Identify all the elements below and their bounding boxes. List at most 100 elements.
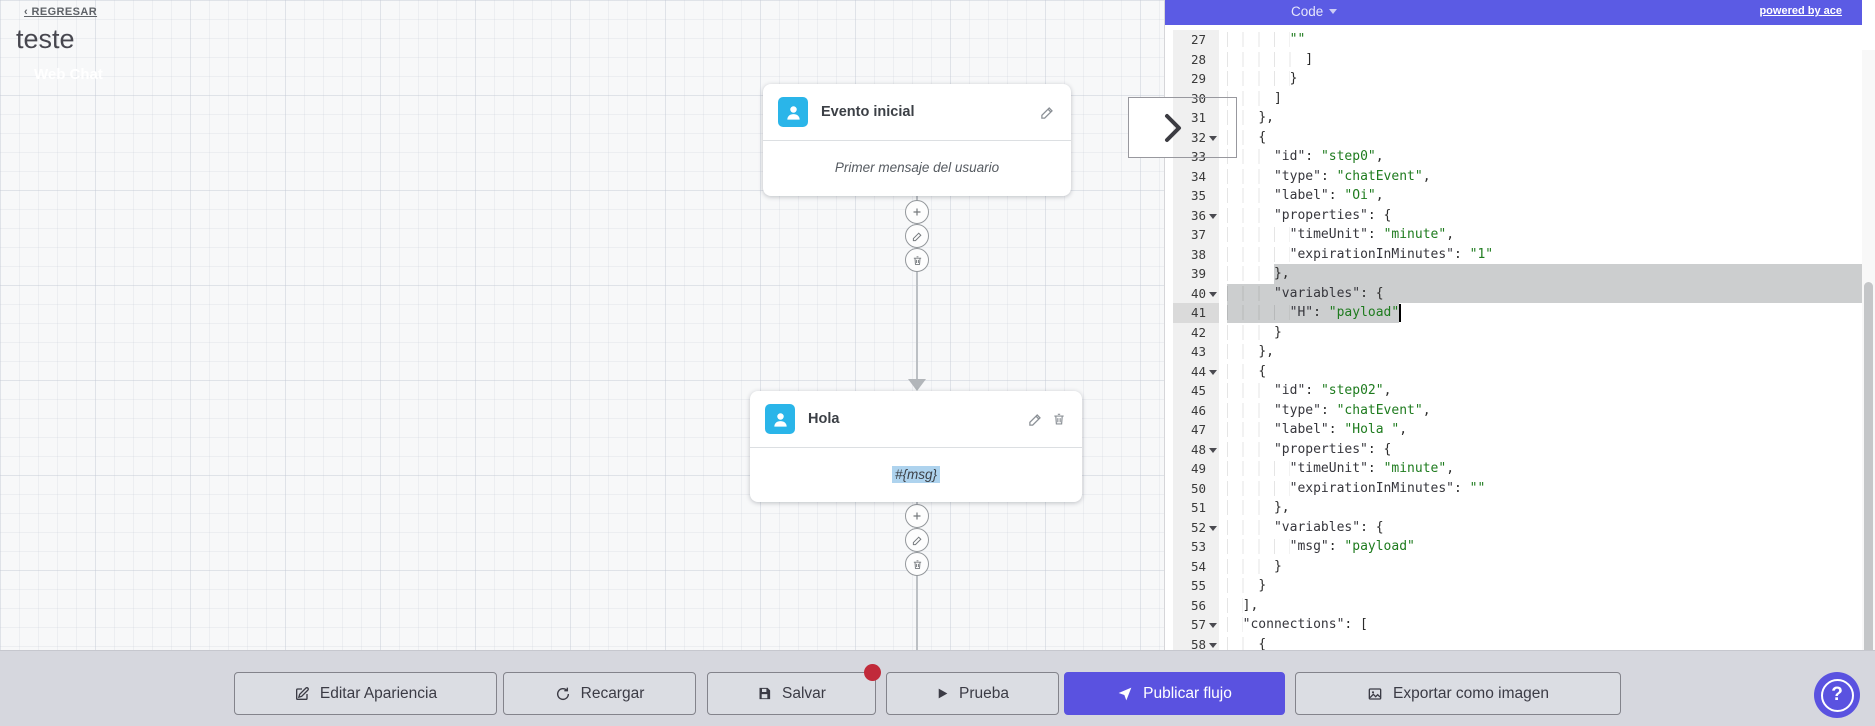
flow-title: teste	[16, 24, 75, 54]
button-label: Salvar	[782, 684, 826, 702]
code-line[interactable]: 58 {	[1165, 634, 1862, 654]
editor-scrollbar-track	[1862, 50, 1875, 726]
code-line[interactable]: 31 },	[1165, 108, 1862, 128]
code-line[interactable]: 38 "expirationInMinutes": "1"	[1165, 244, 1862, 264]
fold-caret-icon[interactable]	[1209, 369, 1217, 375]
line-number: 30	[1173, 88, 1219, 108]
code-line[interactable]: 41 "H": "payload"	[1165, 303, 1862, 323]
code-line[interactable]: 37 "timeUnit": "minute",	[1165, 225, 1862, 245]
code-line[interactable]: 35 "label": "Oi",	[1165, 186, 1862, 206]
collapse-panel-chevron-icon[interactable]	[1162, 112, 1184, 149]
collapse-panel-box	[1128, 97, 1237, 158]
node-hola[interactable]: Hola #{msg}	[750, 391, 1082, 502]
code-line[interactable]: 29 }	[1165, 69, 1862, 89]
node-evento-inicial[interactable]: Evento inicial Primer mensaje del usuari…	[763, 84, 1071, 196]
code-line[interactable]: 55 }	[1165, 576, 1862, 596]
edit-node-icon[interactable]	[1028, 412, 1043, 427]
fold-caret-icon[interactable]	[1209, 525, 1217, 531]
delete-connection-button[interactable]	[905, 552, 929, 576]
code-mode-dropdown[interactable]: Code	[1291, 4, 1338, 19]
code-line[interactable]: 57 "connections": [	[1165, 615, 1862, 635]
powered-by-ace-link[interactable]: powered by ace	[1759, 5, 1842, 17]
code-line[interactable]: 42 }	[1165, 322, 1862, 342]
publish-flow-button[interactable]: Publicar flujo	[1064, 672, 1285, 715]
code-line[interactable]: 45 "id": "step02",	[1165, 381, 1862, 401]
fold-caret-icon[interactable]	[1209, 623, 1217, 628]
export-image-button[interactable]: Exportar como imagen	[1295, 672, 1621, 715]
code-line[interactable]: 43 },	[1165, 342, 1862, 362]
line-number: 42	[1173, 322, 1219, 342]
back-link[interactable]: ‹ REGRESAR	[24, 6, 98, 18]
code-line[interactable]: 46 "type": "chatEvent",	[1165, 400, 1862, 420]
code-line[interactable]: 56 ],	[1165, 595, 1862, 615]
selection-highlight	[1227, 303, 1400, 323]
flow-canvas[interactable]: ‹ REGRESAR teste Web Chat Evento inicial…	[0, 0, 1165, 726]
button-label: Exportar como imagen	[1393, 684, 1549, 702]
add-step-button[interactable]	[905, 504, 929, 528]
node-title: Hola	[808, 411, 840, 427]
line-number: 27	[1173, 30, 1219, 50]
test-button[interactable]: Prueba	[886, 672, 1059, 715]
code-lines[interactable]: 27 ""28 ]29 }30 ]31 },32 {33 "id": "step…	[1165, 30, 1862, 654]
save-button[interactable]: Salvar	[707, 672, 876, 715]
code-line[interactable]: 44 {	[1165, 361, 1862, 381]
code-line[interactable]: 54 }	[1165, 556, 1862, 576]
save-icon	[759, 687, 771, 700]
fold-caret-icon[interactable]	[1209, 213, 1217, 219]
line-number: 55	[1173, 576, 1219, 596]
help-label: ?	[1831, 684, 1843, 705]
line-number: 39	[1173, 264, 1219, 284]
bottom-toolbar: Editar Apariencia Recargar Salvar Prueba…	[0, 650, 1875, 726]
line-number: 49	[1173, 459, 1219, 479]
edit-square-icon	[295, 686, 309, 700]
edit-appearance-button[interactable]: Editar Apariencia	[234, 672, 497, 715]
code-line[interactable]: 30 ]	[1165, 88, 1862, 108]
code-line[interactable]: 28 ]	[1165, 49, 1862, 69]
code-line[interactable]: 40 "variables": {	[1165, 283, 1862, 303]
code-line[interactable]: 48 "properties": {	[1165, 439, 1862, 459]
code-line[interactable]: 53 "msg": "payload"	[1165, 537, 1862, 557]
collapse-panel-fill	[1129, 98, 1165, 157]
edit-node-icon[interactable]	[1040, 105, 1055, 120]
code-line[interactable]: 49 "timeUnit": "minute",	[1165, 459, 1862, 479]
line-number: 29	[1173, 69, 1219, 89]
code-editor[interactable]: 27 ""28 ]29 }30 ]31 },32 {33 "id": "step…	[1165, 25, 1875, 726]
line-number: 47	[1173, 420, 1219, 440]
user-icon	[765, 404, 795, 434]
fold-caret-icon[interactable]	[1209, 447, 1217, 453]
node-body-text: Primer mensaje del usuario	[834, 160, 1000, 175]
help-button[interactable]: ?	[1814, 672, 1860, 718]
code-line[interactable]: 47 "label": "Hola ",	[1165, 420, 1862, 440]
line-number: 57	[1173, 615, 1219, 635]
code-line[interactable]: 32 {	[1165, 127, 1862, 147]
code-line[interactable]: 50 "expirationInMinutes": ""	[1165, 478, 1862, 498]
code-line[interactable]: 52 "variables": {	[1165, 517, 1862, 537]
line-number: 38	[1173, 244, 1219, 264]
delete-node-icon[interactable]	[1052, 412, 1066, 426]
image-icon	[1368, 687, 1382, 700]
add-step-button[interactable]	[905, 200, 929, 224]
code-line[interactable]: 51 },	[1165, 498, 1862, 518]
edit-connection-button[interactable]	[905, 528, 929, 552]
code-line[interactable]: 27 ""	[1165, 30, 1862, 50]
fold-caret-icon[interactable]	[1209, 291, 1217, 297]
code-line[interactable]: 39 },	[1165, 264, 1862, 284]
reload-button[interactable]: Recargar	[503, 672, 696, 715]
connector-line	[916, 502, 918, 650]
code-mode-label: Code	[1291, 4, 1324, 19]
node-header: Evento inicial	[763, 84, 1071, 141]
button-label: Prueba	[959, 684, 1009, 702]
edit-connection-button[interactable]	[905, 224, 929, 248]
editor-scrollbar-thumb[interactable]	[1864, 282, 1873, 675]
node-header: Hola	[750, 391, 1082, 448]
line-number: 44	[1173, 361, 1219, 381]
question-mark-icon: ?	[1820, 678, 1854, 712]
code-line[interactable]: 33 "id": "step0",	[1165, 147, 1862, 167]
code-line[interactable]: 36 "properties": {	[1165, 205, 1862, 225]
fold-caret-icon[interactable]	[1209, 642, 1217, 648]
line-number: 53	[1173, 537, 1219, 557]
line-number: 37	[1173, 225, 1219, 245]
fold-caret-icon[interactable]	[1209, 135, 1217, 141]
delete-connection-button[interactable]	[905, 248, 929, 272]
code-line[interactable]: 34 "type": "chatEvent",	[1165, 166, 1862, 186]
